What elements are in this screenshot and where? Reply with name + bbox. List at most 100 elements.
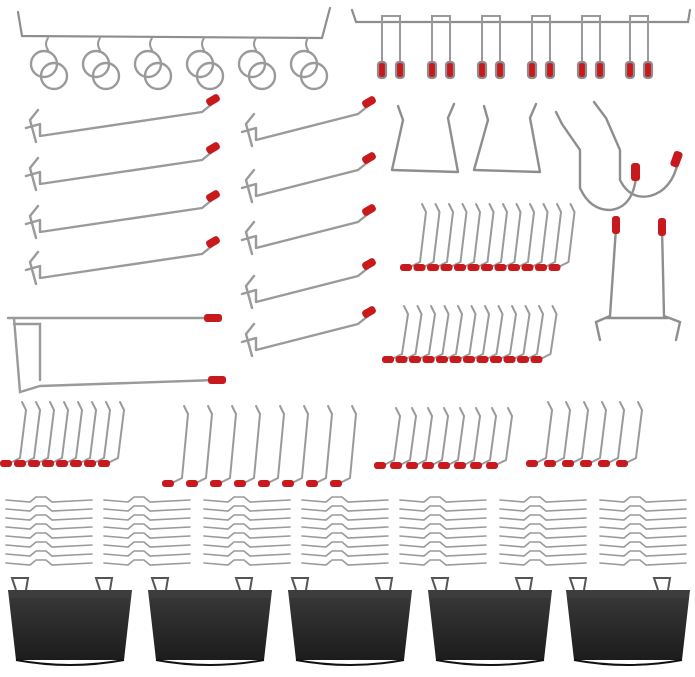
red-cap bbox=[449, 356, 462, 363]
clip bbox=[499, 496, 587, 503]
l-hook bbox=[533, 305, 558, 363]
rack-loop bbox=[581, 15, 601, 23]
l-hook bbox=[551, 203, 576, 271]
clip bbox=[203, 514, 291, 521]
red-cap bbox=[642, 60, 654, 80]
clip bbox=[399, 505, 487, 512]
clip bbox=[5, 496, 93, 503]
red-cap bbox=[28, 460, 40, 467]
l-hook bbox=[430, 203, 455, 271]
clip bbox=[499, 523, 587, 530]
bin-base bbox=[15, 659, 125, 666]
l-hook bbox=[73, 401, 98, 467]
clip bbox=[399, 532, 487, 539]
l-hook-group-bottom-center bbox=[162, 405, 358, 487]
long-hook bbox=[24, 198, 214, 240]
long-hook bbox=[6, 316, 218, 394]
clip bbox=[301, 532, 389, 539]
l-hook bbox=[441, 407, 466, 469]
clip bbox=[399, 514, 487, 521]
ring-stem bbox=[97, 37, 101, 51]
l-hook bbox=[309, 405, 334, 487]
rack-loop bbox=[381, 15, 401, 23]
red-cap bbox=[330, 480, 342, 487]
l-hook bbox=[538, 203, 563, 271]
ring bbox=[39, 61, 69, 91]
clip bbox=[499, 532, 587, 539]
j-hooks bbox=[554, 100, 680, 212]
l-hook bbox=[484, 203, 509, 271]
l-hook bbox=[189, 405, 214, 487]
red-cap bbox=[470, 462, 482, 469]
l-hook bbox=[470, 203, 495, 271]
red-cap bbox=[394, 60, 406, 80]
l-hook-group-bottom-right-b bbox=[526, 401, 644, 467]
red-cap bbox=[206, 94, 220, 106]
clip bbox=[599, 505, 687, 512]
l-hook bbox=[457, 407, 482, 469]
storage-bin bbox=[148, 590, 272, 660]
l-hook bbox=[489, 407, 514, 469]
bin-base bbox=[155, 659, 265, 666]
j-hook-caps bbox=[631, 150, 683, 181]
red-cap bbox=[206, 142, 220, 154]
clip bbox=[103, 496, 191, 503]
clip bbox=[5, 532, 93, 539]
l-hook bbox=[479, 305, 504, 363]
red-cap bbox=[306, 480, 318, 487]
bin-clip bbox=[150, 577, 254, 591]
red-cap bbox=[362, 152, 376, 164]
red-cap bbox=[444, 60, 456, 80]
clip bbox=[301, 514, 389, 521]
ring-stem bbox=[45, 37, 49, 51]
red-cap bbox=[422, 356, 435, 363]
l-hook bbox=[87, 401, 112, 467]
clip bbox=[103, 532, 191, 539]
long-hook bbox=[240, 104, 370, 148]
l-hook bbox=[466, 305, 491, 363]
red-cap bbox=[481, 264, 493, 271]
bin-base bbox=[573, 659, 683, 666]
l-hook bbox=[412, 305, 437, 363]
red-cap bbox=[526, 460, 538, 467]
ring bbox=[299, 61, 329, 91]
l-hook bbox=[3, 401, 28, 467]
red-cap bbox=[624, 60, 636, 80]
storage-bin bbox=[288, 590, 412, 660]
red-cap bbox=[258, 480, 270, 487]
clip bbox=[301, 523, 389, 530]
clip bbox=[203, 559, 291, 566]
red-cap bbox=[544, 60, 556, 80]
l-hook bbox=[261, 405, 286, 487]
red-cap bbox=[454, 462, 466, 469]
l-hook bbox=[511, 203, 536, 271]
l-hook bbox=[473, 407, 498, 469]
red-cap bbox=[0, 460, 12, 467]
clip bbox=[203, 532, 291, 539]
clip bbox=[599, 523, 687, 530]
l-hook-group-bottom-right-a bbox=[374, 407, 514, 469]
storage-bin bbox=[8, 590, 132, 660]
red-cap bbox=[548, 264, 561, 271]
l-hook bbox=[165, 405, 190, 487]
ring bbox=[143, 61, 173, 91]
clip bbox=[599, 532, 687, 539]
red-cap bbox=[494, 60, 506, 80]
bin-clip bbox=[568, 577, 672, 591]
red-cap bbox=[463, 356, 475, 363]
long-hook bbox=[240, 314, 370, 358]
l-hook bbox=[377, 407, 402, 469]
clip bbox=[5, 550, 93, 557]
l-hook bbox=[425, 407, 450, 469]
l-hook bbox=[333, 405, 358, 487]
red-cap bbox=[14, 460, 26, 467]
bin-rim bbox=[566, 590, 690, 598]
rack-loop bbox=[481, 15, 501, 23]
clip bbox=[103, 505, 191, 512]
clip bbox=[203, 541, 291, 548]
bin-base bbox=[295, 659, 405, 666]
l-hook bbox=[520, 305, 545, 363]
l-hook bbox=[529, 401, 554, 467]
red-cap bbox=[422, 462, 434, 469]
